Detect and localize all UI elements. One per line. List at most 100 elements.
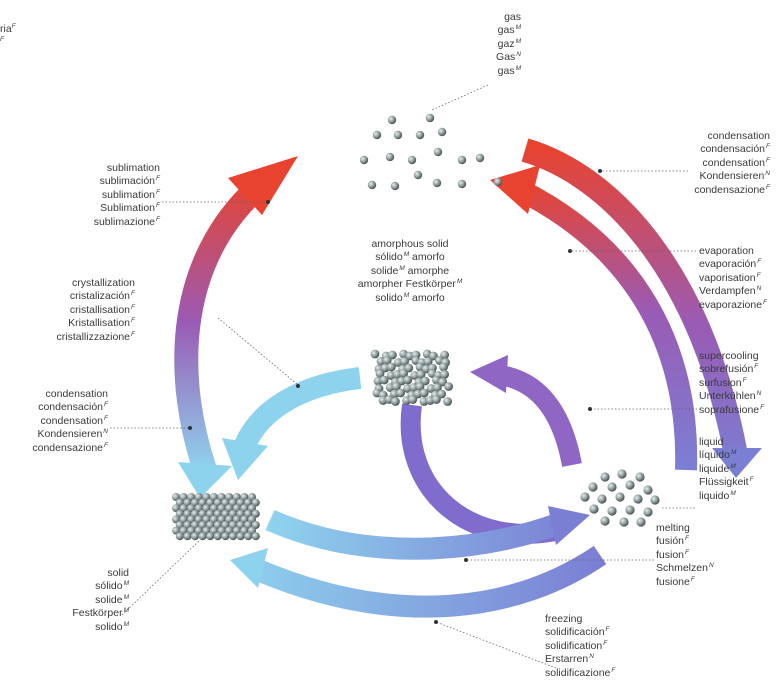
condensation-left-arrowhead (178, 462, 232, 498)
solid-particle (194, 515, 203, 524)
amorphous-particle (370, 349, 380, 359)
amorphous-particle (382, 356, 392, 365)
label-text: surfusion (699, 376, 742, 389)
supercooling-leader-dot (588, 407, 592, 411)
solid-particle (225, 515, 234, 524)
gender-mark: N (103, 428, 108, 436)
label-line: sublimationF (94, 189, 160, 202)
gas-particle (385, 152, 395, 162)
amorphous-particle (399, 369, 408, 378)
evaporation-leader-dot (568, 249, 572, 253)
gender-mark: N (589, 653, 594, 661)
gender-mark: N (765, 170, 770, 178)
label-line: evaporation (699, 245, 767, 258)
crystallization-leader-line (217, 317, 299, 386)
sublimation-leader-dot (266, 200, 270, 204)
solid-particle (210, 515, 218, 524)
label-text-tail: amorfo (409, 251, 445, 264)
label-text: líquido (699, 449, 730, 462)
liquid-particle (635, 472, 645, 482)
label-line: gas (496, 11, 521, 24)
label-line: amorpher FestkörperM (320, 278, 500, 291)
gas-particle (415, 130, 425, 140)
label-text: supercooling (699, 350, 759, 362)
liquid-particle (625, 505, 635, 515)
solid-particle (179, 493, 188, 501)
label-line: SchmelzenN (656, 562, 714, 575)
crystallization-leader-dot (296, 384, 300, 388)
crystalline-solid-particles (172, 493, 260, 541)
solid-particle (236, 509, 245, 518)
label-text: amorphous solid (371, 238, 449, 250)
solid-particle (232, 515, 241, 524)
label-text: melting (656, 522, 690, 534)
label-line: soprafusioneF (699, 404, 764, 417)
solid-particle (248, 526, 256, 535)
label-line: GasN (496, 51, 521, 64)
label-line: cristallisationF (56, 304, 135, 317)
label-text: Kondensieren (37, 428, 103, 441)
label-line: fusioneF (656, 576, 714, 589)
condensation-right-arrowhead (712, 448, 762, 478)
gender-mark: F (603, 639, 608, 647)
gender-mark: F (104, 414, 108, 422)
label-line: solidoM amorfo (320, 292, 500, 305)
solid-particle (187, 526, 196, 535)
solid-particle (183, 509, 192, 518)
gender-mark: M (730, 489, 736, 497)
clipped-label-text: ria (0, 23, 12, 35)
label-line: KristallisationF (56, 317, 135, 330)
solid-particle (213, 509, 222, 518)
solid-particle (251, 532, 260, 541)
gender-mark: F (104, 441, 108, 449)
solid-particle (187, 493, 196, 501)
gas-particle (493, 177, 503, 187)
solid-particle (236, 521, 245, 529)
liquid-particle (615, 492, 625, 502)
label-line: ErstarrenN (545, 653, 615, 666)
label-text: fusión (656, 535, 685, 548)
label-text: solid (107, 567, 129, 579)
gas-particle (372, 130, 382, 140)
solid-particle (217, 515, 226, 524)
solid-particle (198, 521, 207, 529)
label-text: gas (497, 64, 515, 77)
gender-mark: F (760, 403, 765, 411)
gender-mark: F (749, 476, 754, 484)
label-text: sobrefusión (699, 363, 754, 376)
amorphous-particle (429, 351, 438, 361)
solid-particle (210, 526, 218, 535)
solid-particle (198, 532, 207, 541)
amorphous-to-liquid-arrow-body (400, 403, 563, 544)
solid-particle (225, 504, 234, 513)
label-line: condensation (694, 130, 770, 143)
gender-mark: F (104, 401, 108, 409)
liquid-particle (650, 495, 660, 505)
solid-particle (225, 493, 234, 501)
label-line: freezing (545, 613, 615, 626)
gender-mark: M (456, 278, 463, 286)
gas-particle (390, 181, 400, 191)
label-line: sublimazioneF (94, 216, 160, 229)
solid-particle (236, 498, 245, 507)
label-line: condensationF (694, 157, 770, 170)
gender-mark: F (756, 271, 761, 279)
gender-mark: F (131, 303, 135, 311)
label-line: cristalizaciónF (56, 290, 135, 303)
solid-particle (251, 521, 260, 529)
label-line: gasM (496, 24, 521, 37)
solid-particle (191, 509, 199, 518)
melting-arrowhead (548, 506, 590, 545)
label-line: solidoM (72, 621, 129, 634)
label-line: UnterkühlenN (699, 390, 764, 403)
label-text: sublimation (106, 162, 160, 174)
solid-particle (236, 532, 245, 541)
gender-mark: F (131, 317, 135, 325)
label-text: gas (497, 24, 515, 37)
solid-particle (198, 498, 207, 507)
solid-particle (213, 532, 222, 541)
